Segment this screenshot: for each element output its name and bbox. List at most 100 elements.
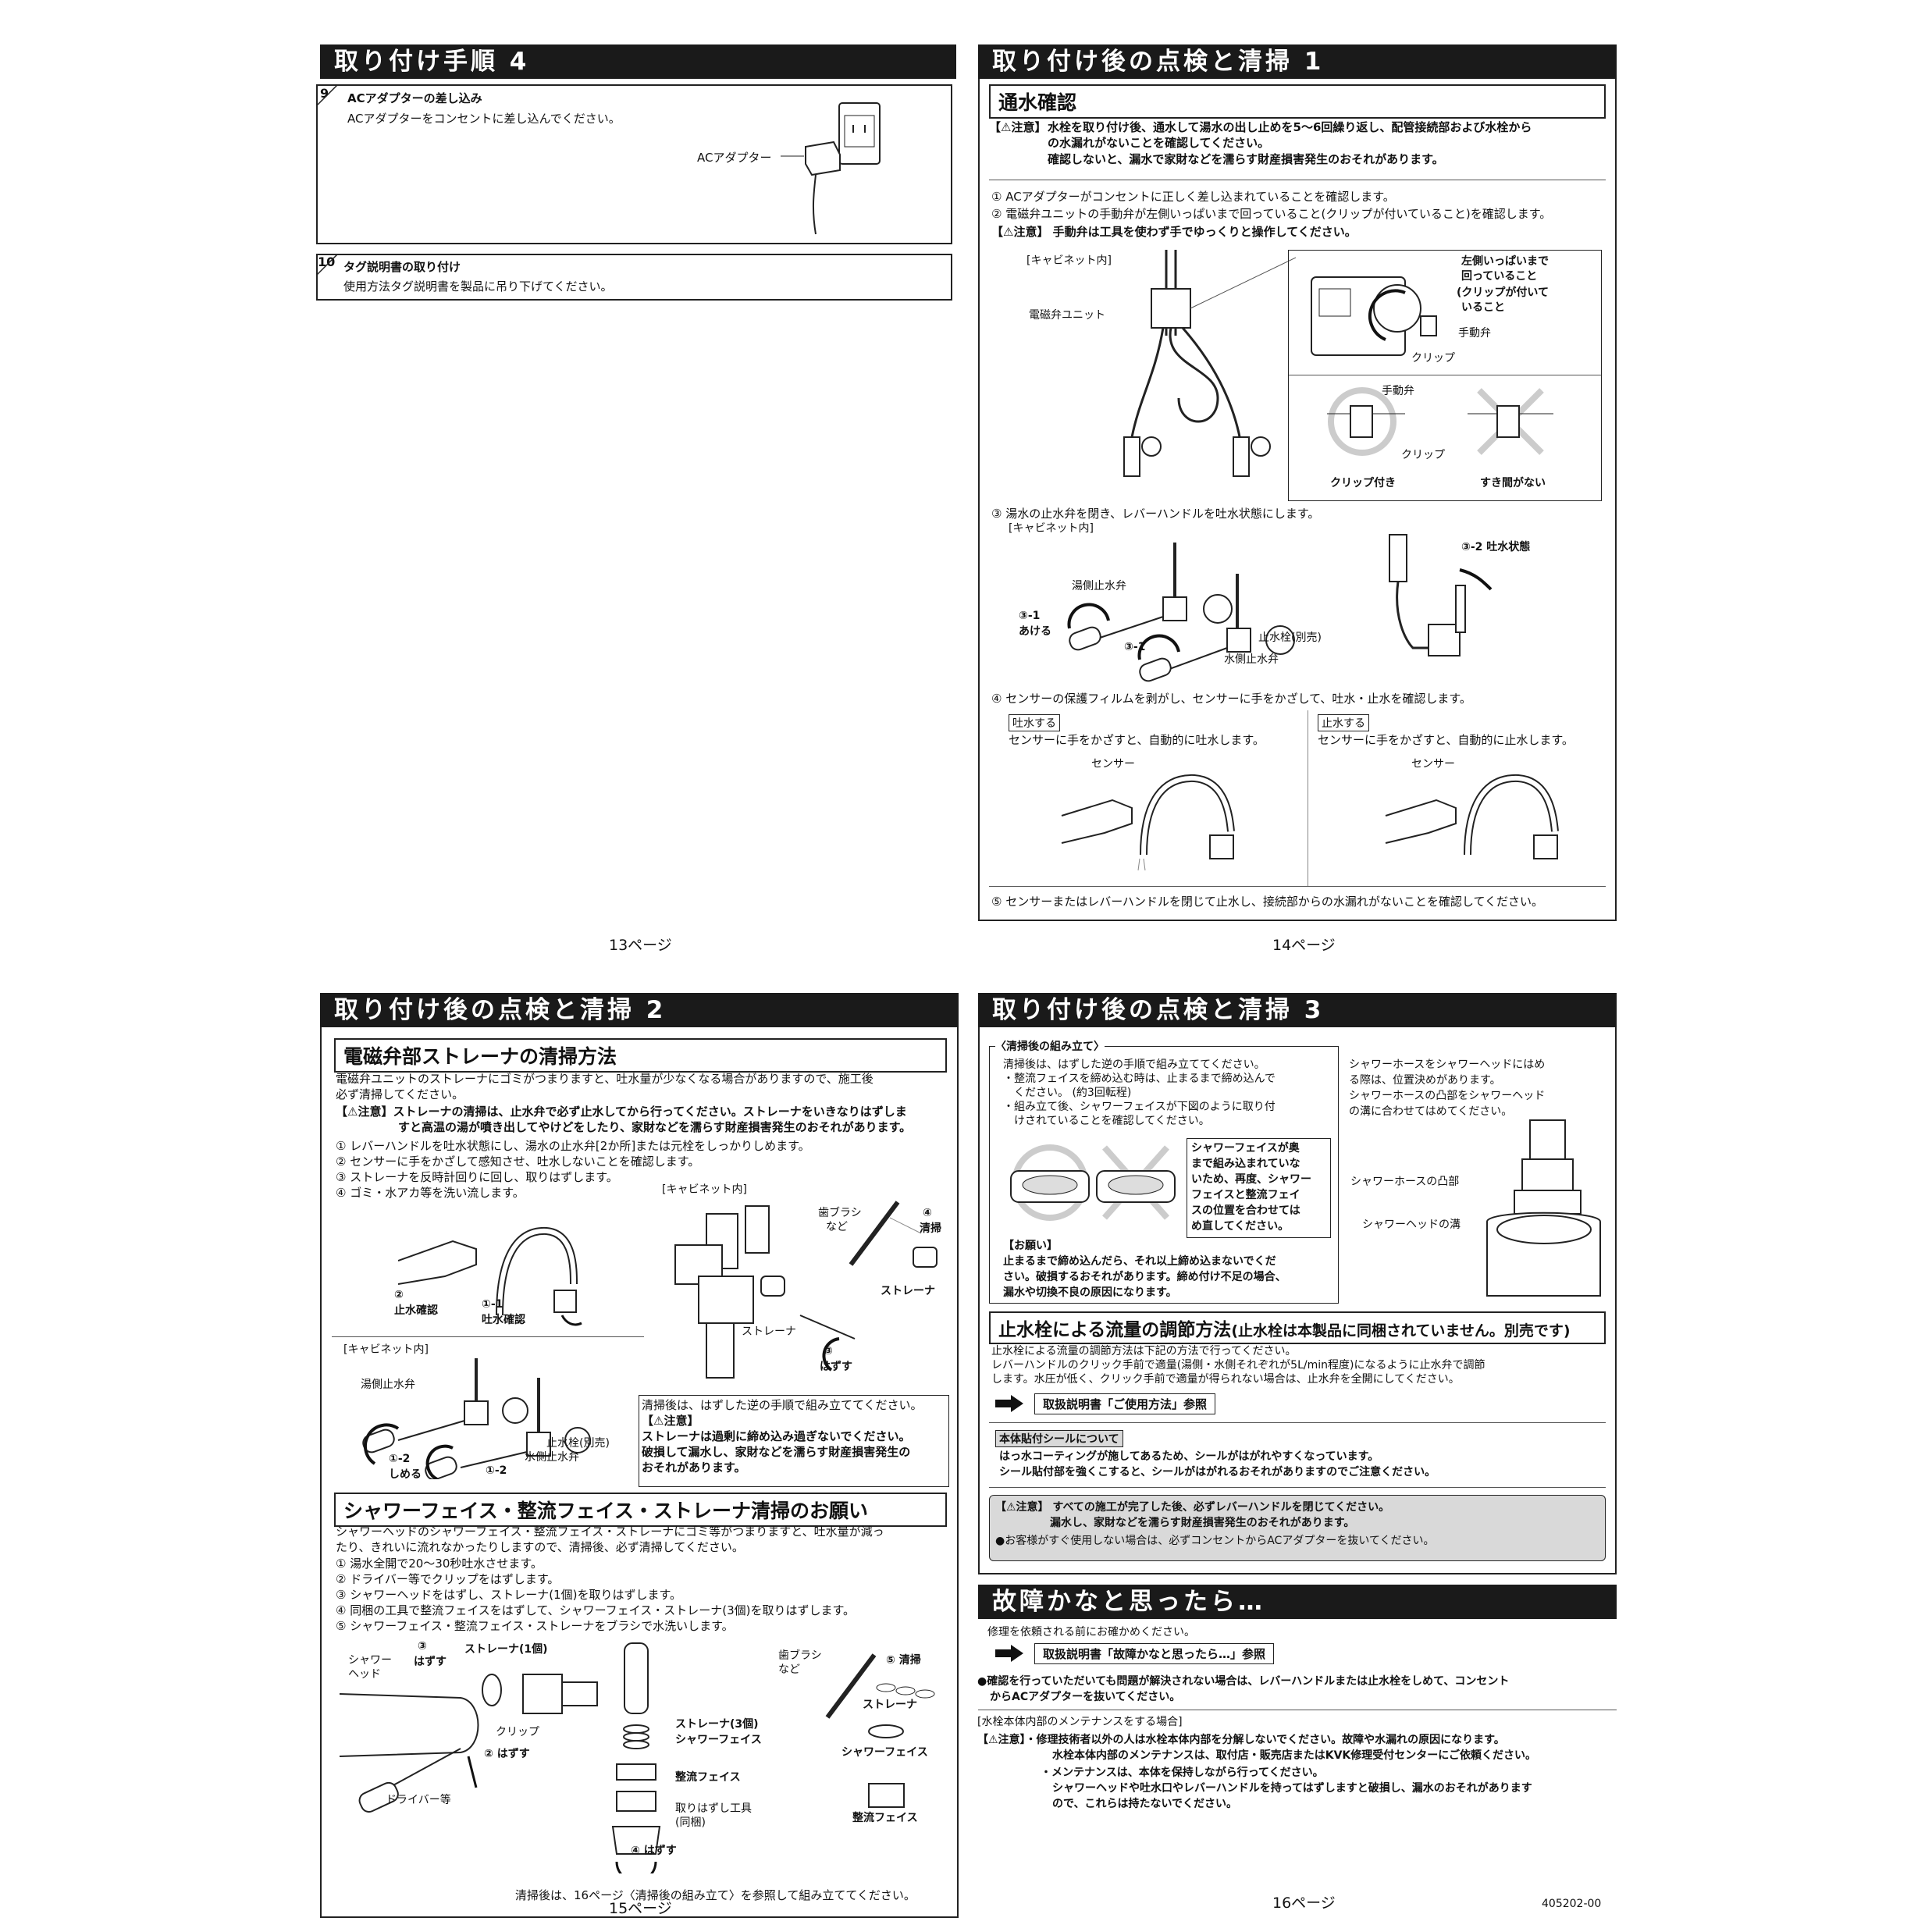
remove-4-label: ④ はずす: [631, 1845, 677, 1857]
step9-title: ACアダプターの差し込み: [347, 91, 482, 105]
shower-face-label: シャワーフェイス: [841, 1746, 928, 1759]
sensor-label: センサー: [1411, 758, 1455, 770]
cold-valve-label: 水側止水弁: [1224, 653, 1279, 666]
driver-label: ドライバー等: [386, 1794, 451, 1806]
caution-2: 【⚠注意】 手動弁は工具を使わず手でゆっくりと操作してください。: [991, 225, 1357, 239]
p16-subtitle-2: 止水栓による流量の調節方法(止水栓は本製品に同梱されていません。別売です): [989, 1311, 1606, 1344]
cold-valve-label: 水側止水弁: [525, 1451, 579, 1464]
arrow-right-icon: [995, 1645, 1023, 1662]
brush-label: 歯ブラシ: [818, 1207, 862, 1219]
hose-label: シャワーホースの凸部: [1350, 1176, 1460, 1188]
step-3: ③ 湯水の止水弁を閉き、レバーハンドルを吐水状態にします。: [991, 507, 1320, 521]
p15-intro-2: シャワーヘッドのシャワーフェイス・整流フェイス・ストレーナにゴミ等がつまりますと…: [336, 1525, 884, 1539]
divider: [989, 1487, 1606, 1488]
reassembly-note: 清掃後は、はずした逆の手順で組み立ててください。: [642, 1398, 923, 1412]
p15-subtitle-2: シャワーフェイス・整流フェイス・ストレーナ清掃のお願い: [334, 1493, 947, 1527]
p15-step: ① レバーハンドルを吐水状態にし、湯水の止水弁[2か所]または元栓をしっかりしめ…: [336, 1139, 810, 1153]
trouble-bullet: からACアダプターを抜いてください。: [990, 1691, 1181, 1703]
request-text: 止まるまで締め込んだら、それ以上締め込まないでくだ: [1003, 1255, 1276, 1268]
solenoid-unit-label: 電磁弁ユニット: [1029, 309, 1105, 322]
caution-1-line: 確認しないと、漏水で家財などを濡らす財産損害発生のおそれがあります。: [1048, 152, 1444, 166]
valve-callout: いること: [1461, 301, 1505, 314]
hose-connection-illustration: [1486, 1119, 1601, 1297]
stop-valve-close-illustration: [362, 1358, 591, 1479]
discharge-check-label: 吐水確認: [482, 1314, 525, 1326]
clip-label: クリップ: [1411, 352, 1455, 365]
hot-valve-label: 湯側止水弁: [361, 1379, 415, 1391]
stop-text: センサーに手をかざすと、自動的に止水します。: [1318, 733, 1574, 747]
ac-adapter-illustration: [781, 102, 881, 235]
step9-text: ACアダプターをコンセントに差し込んでください。: [347, 112, 621, 126]
open-number: ③-1: [1019, 610, 1041, 622]
close-label: しめる: [389, 1468, 422, 1481]
strainer-3-label: ストレーナ(3個): [675, 1718, 759, 1731]
ng-note: フェイスと整流フェイ: [1191, 1189, 1300, 1201]
p15-step-2: ② ドライバー等でクリップをはずします。: [336, 1572, 560, 1586]
tool-label: (同梱): [675, 1816, 706, 1829]
seal-tag: 本体貼付シールについて: [995, 1430, 1123, 1447]
reassembly-note: ストレーナは過剰に締め込み過ぎないでください。: [642, 1429, 911, 1443]
assembly-text: ・整流フェイスを締め込む時は、止まるまで締め込んで: [1003, 1073, 1276, 1085]
caution-1-line: の水漏れがないことを確認してください。: [1048, 136, 1270, 150]
ng-note: まで組み込まれていな: [1191, 1158, 1300, 1170]
flow-text: します。水圧が低く、クリック手前で適量が得られない場合は、止水弁を全開にしてくだ…: [991, 1373, 1460, 1386]
brush-label: 歯ブラシ: [778, 1649, 822, 1662]
seal-text: シール貼付部を強くこすると、シールがはがれるおそれがありますのでご注意ください。: [999, 1466, 1436, 1478]
clip-label: クリップ: [1401, 449, 1445, 461]
reference-usage-button[interactable]: 取扱説明書「ご使用方法」参照: [1034, 1393, 1216, 1414]
strainer-1-label: ストレーナ(1個): [464, 1643, 548, 1656]
sensor-label: センサー: [1091, 758, 1135, 770]
valve-callout: 左側いっぱいまで: [1461, 255, 1549, 268]
strainer-label: ストレーナ: [881, 1285, 935, 1297]
valve-detail-illustration: [1311, 276, 1437, 356]
p15-title-bar: 取り付け後の点検と清掃 2: [320, 993, 959, 1027]
strainer-label: ストレーナ: [742, 1325, 796, 1338]
ng-note: スの位置を合わせては: [1191, 1204, 1300, 1217]
p15-step-2: ③ シャワーヘッドをはずし、ストレーナ(1個)を取りはずします。: [336, 1588, 681, 1602]
hose-text: シャワーホースの凸部をシャワーヘッド: [1349, 1090, 1546, 1102]
document-code: 405202-00: [1542, 1898, 1602, 1910]
request-text: 漏水や切換不良の原因になります。: [1003, 1286, 1177, 1299]
final-caution: ●お客様がすぐ使用しない場合は、必ずコンセントからACアダプターを抜いてください…: [995, 1535, 1435, 1547]
step10-number: 10: [318, 254, 336, 269]
manual-valve-label: 手動弁: [1382, 385, 1414, 397]
hose-text: シャワーホースをシャワーヘッドにはめ: [1349, 1059, 1546, 1071]
discharge-tag: 吐水する: [1009, 714, 1060, 731]
faucet-check-illustration: [398, 1226, 582, 1326]
p16-title-bar: 取り付け後の点検と清掃 3: [978, 993, 1617, 1027]
page-number-14: 14ページ: [1272, 937, 1336, 954]
clip-label: クリップ: [496, 1726, 539, 1738]
open-label: あける: [1019, 625, 1051, 638]
flow-face-removal-illustration: [611, 1642, 661, 1873]
ok-mark-icon: [1327, 387, 1405, 456]
ng-caption: すき間がない: [1480, 477, 1546, 489]
ac-adapter-label: ACアダプター: [697, 151, 772, 165]
stopcock-label: 止水栓(別売): [546, 1437, 610, 1450]
assembly-text: ・組み立て後、シャワーフェイスが下図のように取り付: [1003, 1101, 1276, 1113]
ng-note: シャワーフェイスが奥: [1191, 1142, 1300, 1155]
trouble-title-bar: 故障かなと思ったら…: [978, 1585, 1617, 1619]
p15-subtitle-1: 電磁弁部ストレーナの清掃方法: [334, 1038, 947, 1073]
divider: [989, 1422, 1606, 1423]
p15-step-2: ④ 同梱の工具で整流フェイスをはずして、シャワーフェイス・ストレーナ(3個)を取…: [336, 1603, 855, 1617]
step-corner-icon: [316, 254, 339, 276]
p15-step: ② センサーに手をかざして感知させ、吐水しないことを確認します。: [336, 1155, 700, 1169]
toothbrush-illustration: [849, 1201, 938, 1268]
remove-number: ③: [824, 1345, 833, 1357]
step9-number: 9: [320, 86, 329, 101]
shower-head-label: ヘッド: [348, 1668, 381, 1681]
final-caution: 漏水し、家財などを濡らす財産損害発生のおそれがあります。: [1050, 1517, 1355, 1529]
page-number-15: 15ページ: [609, 1900, 672, 1917]
p15-step: ④ ゴミ・水アカ等を洗い流します。: [336, 1186, 525, 1200]
remove-label: はずす: [820, 1361, 852, 1373]
ok-caption: クリップ付き: [1330, 477, 1396, 489]
stop-valve-illustration: [1067, 543, 1295, 682]
discharge-text: センサーに手をかざすと、自動的に吐水します。: [1009, 733, 1265, 747]
ng-note-box: [1187, 1138, 1331, 1238]
cabinet-label: [キャビネット内]: [662, 1183, 747, 1196]
manual-valve-label: 手動弁: [1458, 327, 1491, 340]
maintenance-text: ので、これらは持たないでください。: [1052, 1798, 1238, 1810]
final-caution: 【⚠注意】 すべての施工が完了した後、必ずレバーハンドルを閉じてください。: [995, 1501, 1390, 1514]
cabinet-label-2: [キャビネット内]: [343, 1343, 429, 1356]
reference-trouble-button[interactable]: 取扱説明書「故障かなと思ったら…」参照: [1034, 1643, 1275, 1664]
